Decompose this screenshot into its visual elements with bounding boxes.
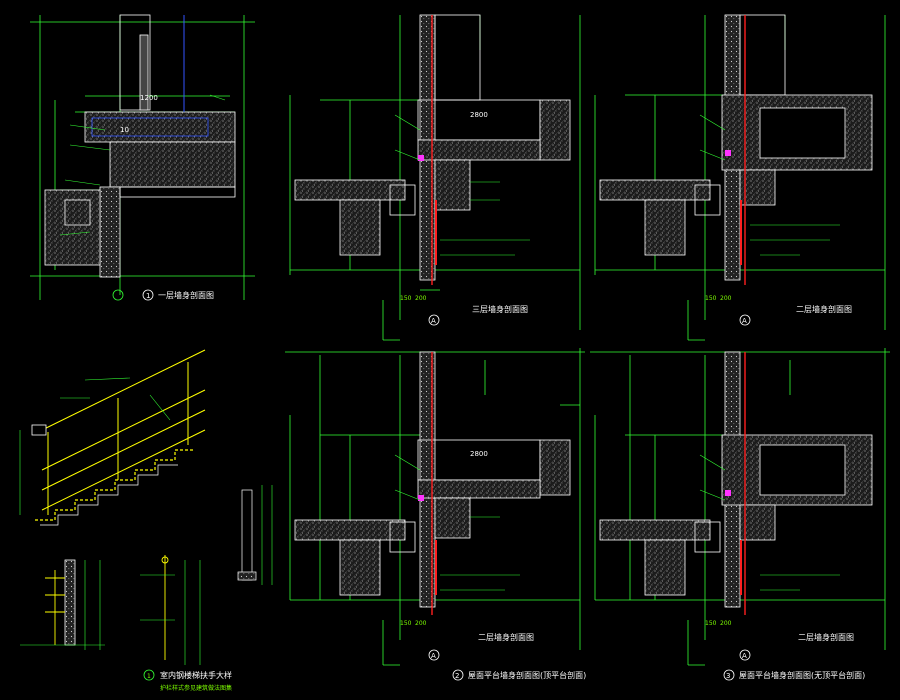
railing-subtitle: 护栏样式参见建筑做法图集 xyxy=(160,684,232,692)
railing-title: 室内钢楼梯扶手大样 xyxy=(160,670,232,680)
svg-text:150: 150 xyxy=(705,620,717,627)
svg-text:200: 200 xyxy=(720,295,732,302)
railing-marker: 1 xyxy=(147,673,151,680)
detail-3-axis-marker: A xyxy=(742,317,747,325)
svg-text:1200: 1200 xyxy=(140,94,158,102)
detail-6-title: 屋面平台墙身剖面图(无顶平台剖面) xyxy=(739,670,865,680)
detail-6-axis-marker: A xyxy=(742,652,747,660)
svg-text:150: 150 xyxy=(400,295,412,302)
detail-6-marker: 3 xyxy=(726,672,730,680)
detail-1-title: 一层墙身剖面图 xyxy=(158,290,214,300)
railing-detail: 1 室内钢楼梯扶手大样 护栏样式参见建筑做法图集 xyxy=(19,349,273,692)
detail-6-title-main: 二层墙身剖面图 xyxy=(798,632,854,642)
detail-3-title: 二层墙身剖面图 xyxy=(796,304,852,314)
detail-1-wall-section-ground: 1200 10 1 一层墙身剖面图 xyxy=(30,14,255,301)
svg-text:10: 10 xyxy=(120,126,129,134)
detail-1-caption: 1 一层墙身剖面图 xyxy=(142,289,214,301)
detail-4-title: 二层墙身剖面图 xyxy=(478,632,534,642)
detail-5-marker: 2 xyxy=(455,672,459,680)
detail-1-marker: 1 xyxy=(146,292,150,300)
svg-text:200: 200 xyxy=(720,620,732,627)
svg-text:150: 150 xyxy=(705,295,717,302)
detail-2-axis-marker: A xyxy=(431,317,436,325)
svg-text:200: 200 xyxy=(415,620,427,627)
detail-2-title: 三层墙身剖面图 xyxy=(472,304,528,314)
svg-text:2800: 2800 xyxy=(470,111,488,119)
detail-4-axis-marker: A xyxy=(431,652,436,660)
detail-5-title: 屋面平台墙身剖面图(顶平台剖面) xyxy=(468,670,586,680)
svg-text:2800: 2800 xyxy=(470,450,488,458)
svg-text:200: 200 xyxy=(415,295,427,302)
svg-text:150: 150 xyxy=(400,620,412,627)
